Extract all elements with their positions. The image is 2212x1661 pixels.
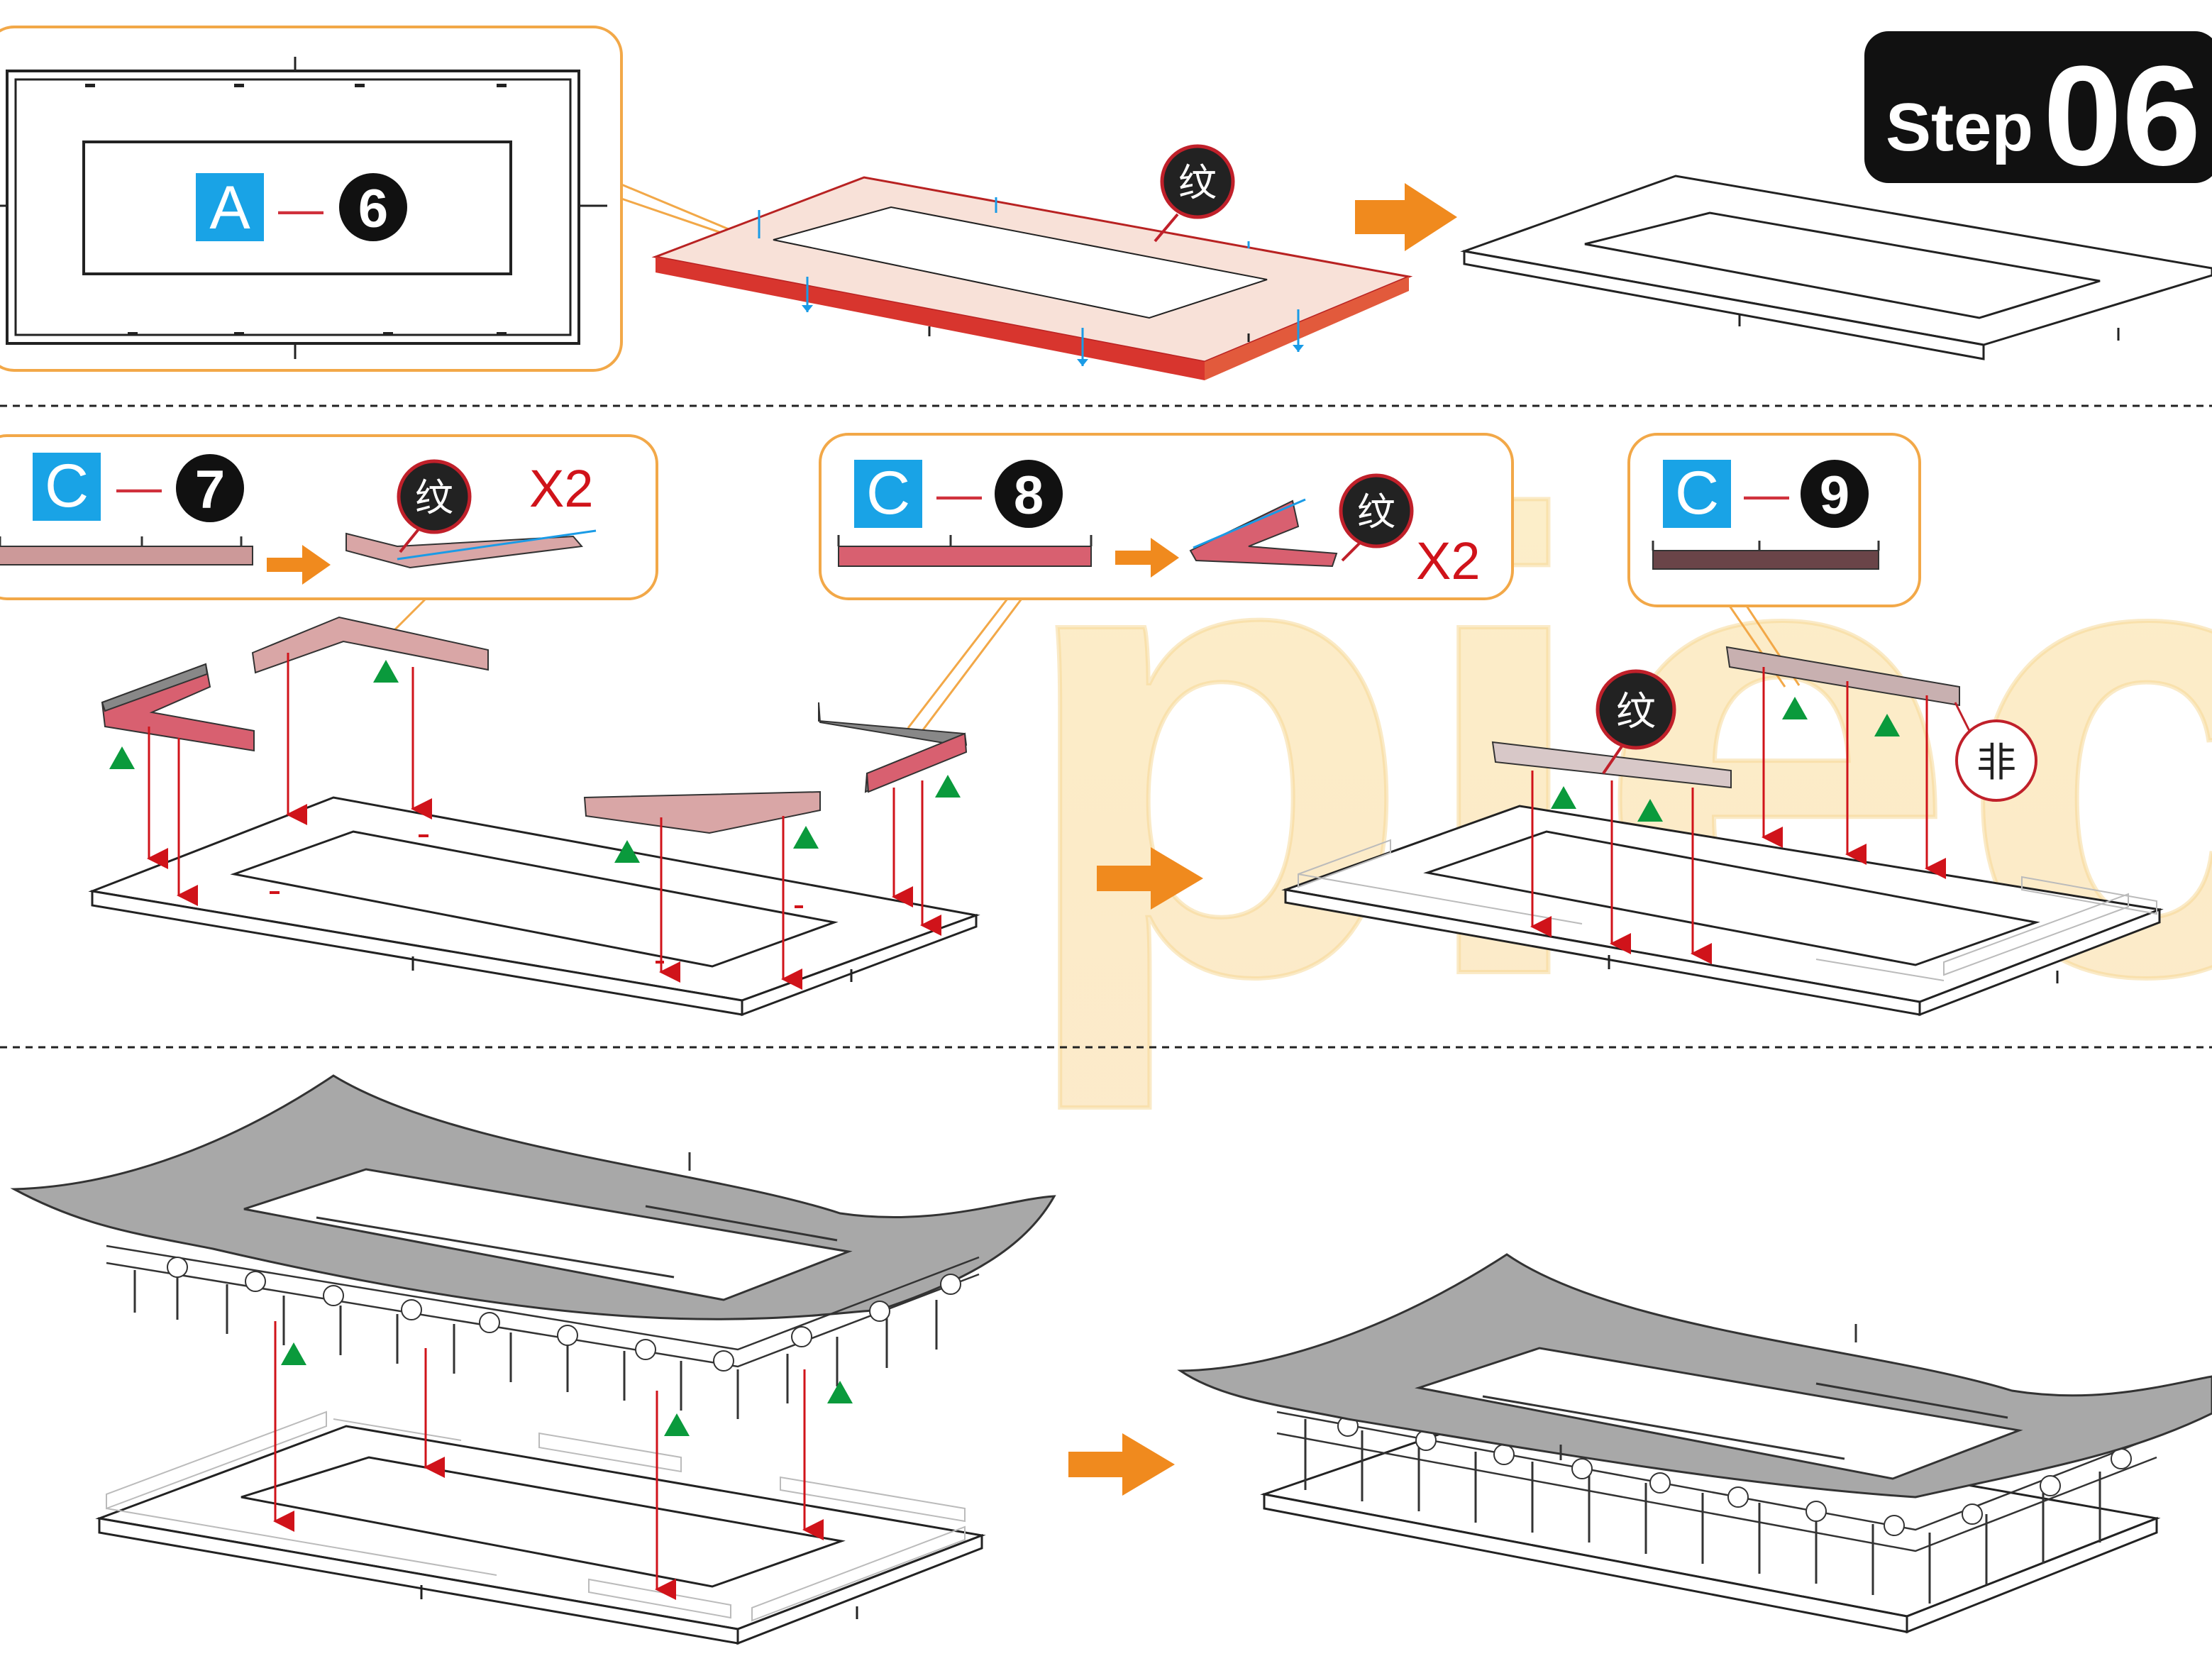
next-arrow-middle	[1097, 847, 1203, 910]
svg-text:—: —	[936, 468, 982, 519]
base-board-result	[1460, 175, 2212, 360]
railing-base-exploded	[95, 1411, 986, 1645]
base-board-red: 纹	[651, 144, 1413, 380]
part-label-c7: C — 7	[33, 452, 244, 522]
part-label-a6: A — 6	[196, 173, 407, 242]
callout-part-c9: C — 9	[1627, 433, 1921, 688]
wall-piece-4	[818, 702, 968, 793]
svg-text:8: 8	[1014, 465, 1044, 526]
texture-marker: 纹	[1178, 160, 1217, 205]
svg-text:纹: 纹	[415, 475, 453, 520]
callout-part-a6: A — 6	[0, 26, 741, 372]
quantity-x2-c7: X2	[529, 459, 594, 518]
svg-text:—: —	[1744, 468, 1789, 519]
roof-assembly-exploded	[10, 1074, 1056, 1419]
part-label-c8: C — 8	[854, 459, 1063, 528]
orientation-triangles-mid-left	[109, 660, 961, 863]
svg-text:纹: 纹	[1357, 490, 1395, 534]
step-label: Step	[1886, 89, 2033, 165]
svg-text:纹: 纹	[1616, 689, 1656, 735]
callout-part-c8: C — 8 纹 X2	[819, 433, 1514, 732]
wall-piece-1	[101, 663, 255, 752]
svg-text:A: A	[209, 174, 250, 242]
quantity-x2-c8: X2	[1416, 531, 1481, 590]
svg-text:C: C	[866, 459, 910, 527]
svg-text:9: 9	[1820, 465, 1849, 526]
placement-arrows-mid-right	[1530, 667, 1946, 964]
svg-text:6: 6	[358, 179, 388, 239]
next-arrow-bottom	[1068, 1433, 1175, 1496]
base-board-middle-right: 纹 非	[1281, 646, 2164, 1017]
callout-part-c7: C — 7 纹 X2	[0, 434, 658, 643]
step-number: 06	[2043, 37, 2201, 195]
wall-piece-2	[251, 616, 489, 674]
svg-text:—: —	[278, 183, 323, 234]
completed-pavilion	[1177, 1253, 2212, 1634]
wall-piece-3	[583, 790, 821, 834]
base-board-middle	[88, 796, 980, 1017]
svg-text:C: C	[1675, 459, 1719, 527]
next-arrow-top	[1355, 183, 1457, 251]
svg-text:—: —	[116, 461, 162, 512]
placement-arrows-mid-left	[147, 653, 941, 990]
part-label-c9: C — 9	[1663, 459, 1869, 528]
svg-text:C: C	[45, 452, 89, 520]
svg-text:7: 7	[195, 460, 225, 520]
placement-arrows-bottom	[273, 1321, 824, 1600]
step-badge: Step 06	[1864, 31, 2212, 195]
reverse-marker: 非	[1976, 740, 2016, 786]
